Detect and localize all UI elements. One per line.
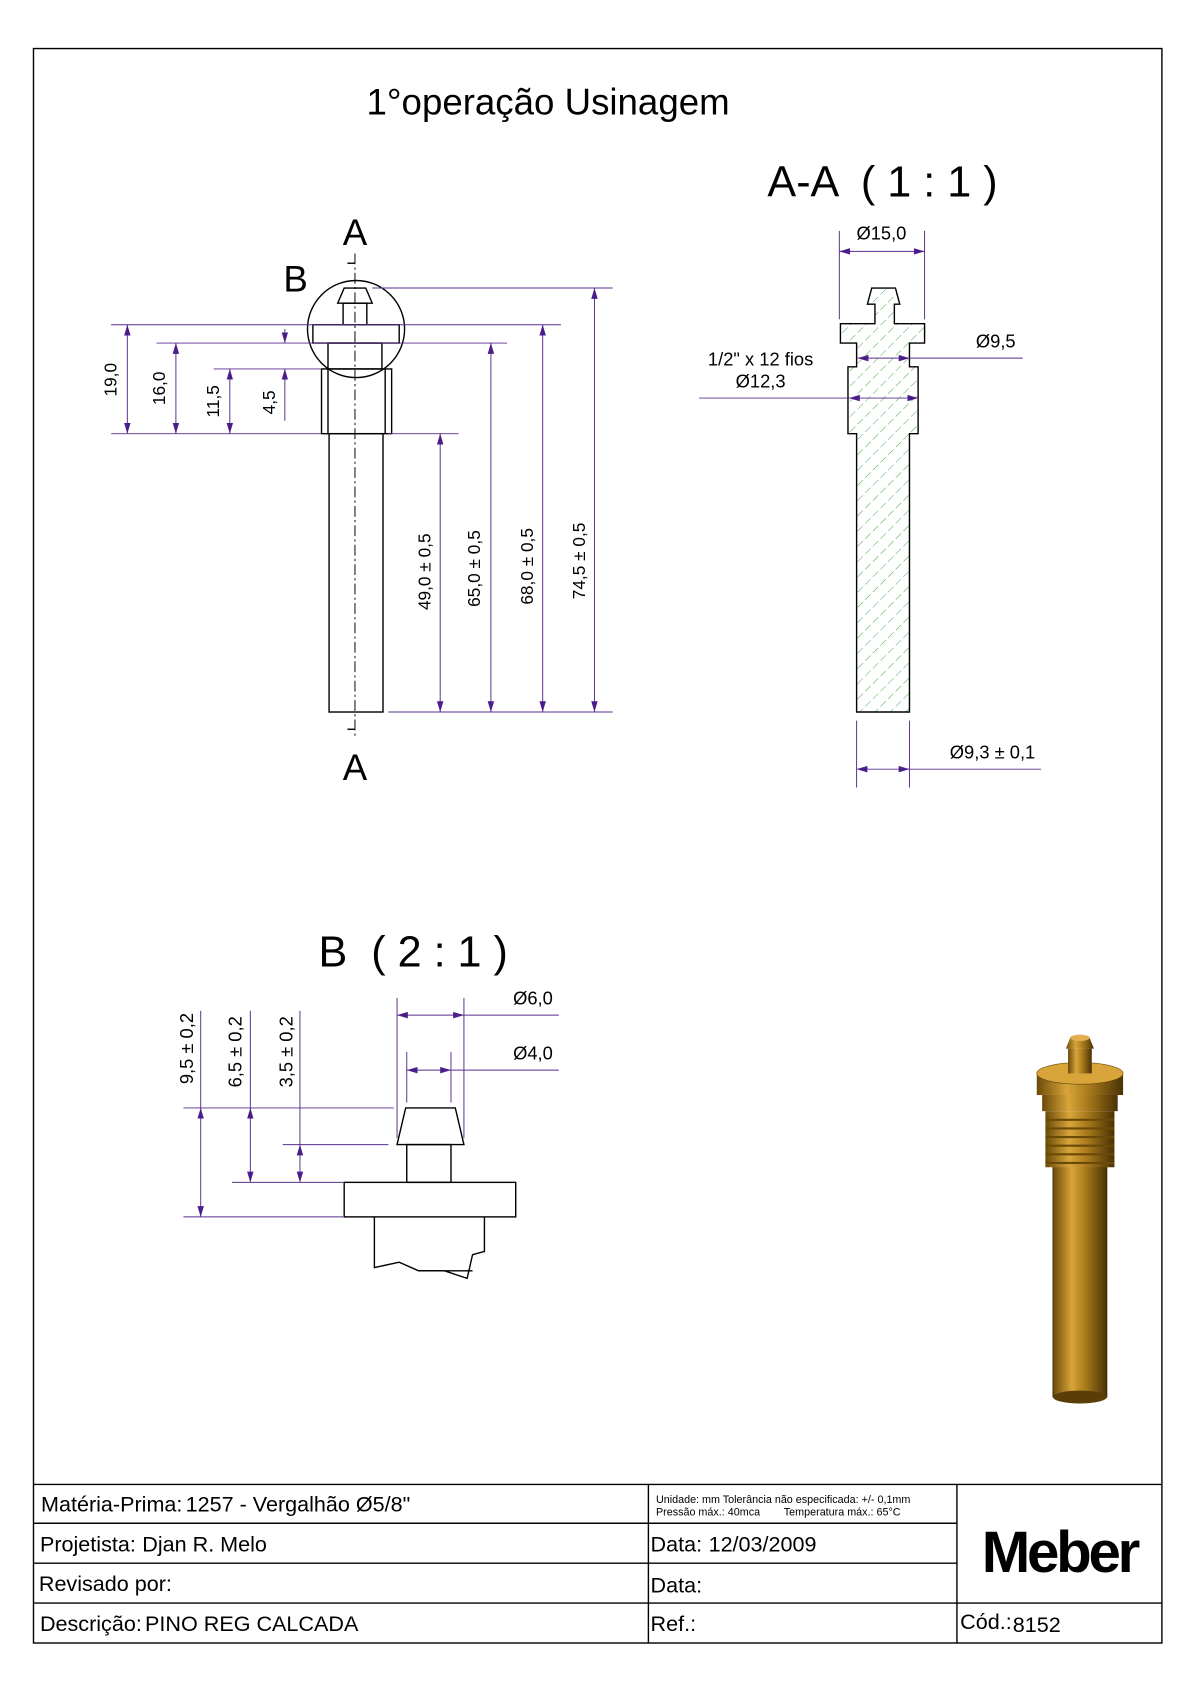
section-title: A-A ( 1 : 1 ) bbox=[767, 158, 997, 206]
dim-16: 16,0 bbox=[149, 372, 169, 406]
data-value: 12/03/2009 bbox=[709, 1531, 817, 1556]
section-label-top: A bbox=[343, 212, 368, 253]
dim-6-5: 6,5 ± 0,2 bbox=[225, 1016, 246, 1087]
projetista-value: Djan R. Melo bbox=[142, 1531, 267, 1556]
section-view: A-A ( 1 : 1 ) Ø15,0 Ø9,5 1/2" x 12 fios … bbox=[699, 158, 1042, 788]
data2-label: Data: bbox=[651, 1572, 703, 1597]
dim-dia-9-5: Ø9,5 bbox=[976, 330, 1016, 351]
thread-dia: Ø12,3 bbox=[736, 370, 786, 391]
dim-11-5: 11,5 bbox=[203, 385, 223, 417]
hatched-section bbox=[839, 287, 926, 713]
dim-74-5: 74,5 ± 0,5 bbox=[569, 523, 589, 600]
thread-label: 1/2" x 12 fios bbox=[708, 349, 813, 370]
dim-49: 49,0 ± 0,5 bbox=[414, 533, 434, 610]
dim-dia-4: Ø4,0 bbox=[513, 1042, 553, 1063]
cod-label: Cód.: bbox=[960, 1609, 1012, 1634]
detail-label: B bbox=[283, 258, 307, 299]
dim-dia-15: Ø15,0 bbox=[856, 222, 906, 243]
notes-line1: Unidade: mm Tolerância não especificada:… bbox=[656, 1494, 910, 1506]
projetista-label: Projetista: bbox=[40, 1531, 136, 1556]
data-label: Data: bbox=[651, 1531, 703, 1556]
dim-4-5: 4,5 bbox=[259, 390, 279, 414]
ref-label: Ref.: bbox=[651, 1611, 697, 1636]
dim-dia-6: Ø6,0 bbox=[513, 987, 553, 1008]
svg-text:Projetista:Djan R. Melo: Projetista:Djan R. Melo bbox=[40, 1531, 267, 1556]
notes-line2: Pressão máx.: 40mca Temperatura máx.: 65… bbox=[656, 1507, 901, 1519]
part-3d-render bbox=[1036, 1034, 1124, 1404]
dim-68: 68,0 ± 0,5 bbox=[517, 528, 537, 605]
svg-text:Descrição:PINO REG CALCADA: Descrição:PINO REG CALCADA bbox=[40, 1611, 359, 1636]
descricao-value: PINO REG CALCADA bbox=[145, 1611, 359, 1636]
dim-dia-9-3: Ø9,3 ± 0,1 bbox=[950, 741, 1035, 762]
svg-text:Matéria-Prima:1257 - Vergalhão: Matéria-Prima:1257 - Vergalhão Ø5/8" bbox=[41, 1491, 410, 1516]
descricao-label: Descrição: bbox=[40, 1611, 142, 1636]
section-label-bottom: A bbox=[343, 747, 368, 788]
revisado-label: Revisado por: bbox=[39, 1571, 172, 1596]
dim-3-5: 3,5 ± 0,2 bbox=[275, 1016, 296, 1087]
main-view: A A B 19,0 16,0 11,5 4,5 49,0 ± 0,5 bbox=[101, 212, 613, 788]
cod-value: 8152 bbox=[1013, 1612, 1061, 1637]
dim-65: 65,0 ± 0,5 bbox=[464, 530, 484, 607]
svg-text:Data:12/03/2009: Data:12/03/2009 bbox=[651, 1531, 817, 1556]
dim-9-5: 9,5 ± 0,2 bbox=[176, 1013, 197, 1084]
svg-text:Cód.:8152: Cód.:8152 bbox=[960, 1609, 1061, 1637]
detail-title: B ( 2 : 1 ) bbox=[319, 929, 508, 977]
meber-logo: Meber bbox=[982, 1520, 1140, 1585]
materia-value: 1257 - Vergalhão Ø5/8" bbox=[186, 1491, 411, 1516]
detail-circle bbox=[306, 279, 406, 379]
dim-19: 19,0 bbox=[101, 363, 121, 397]
title-block: Matéria-Prima:1257 - Vergalhão Ø5/8" Uni… bbox=[33, 1483, 1162, 1644]
sheet-title: 1°operação Usinagem bbox=[367, 81, 730, 122]
materia-label: Matéria-Prima: bbox=[41, 1491, 182, 1516]
sheet-border bbox=[32, 47, 1163, 1644]
detail-view: B ( 2 : 1 ) 9,5 ± 0,2 6,5 ± 0,2 3,5 ± 0,… bbox=[176, 929, 559, 1280]
